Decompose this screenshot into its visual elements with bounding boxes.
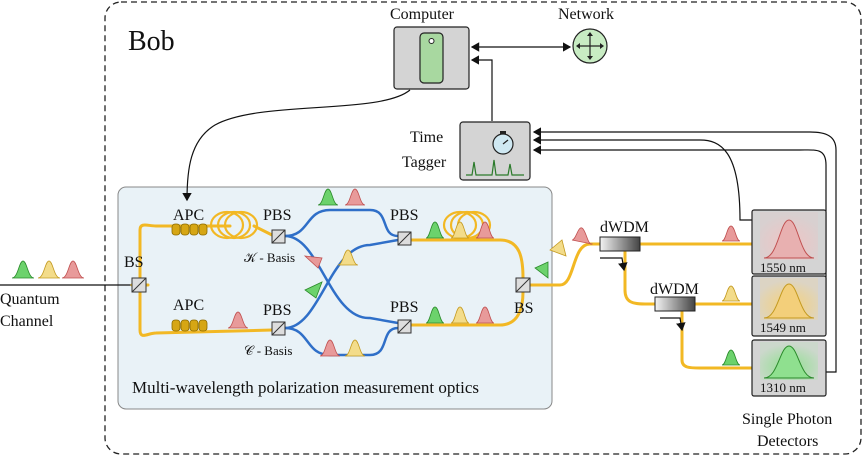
svg-text:APC: APC xyxy=(173,297,204,314)
detector-1310: 1310 nm xyxy=(751,339,827,397)
tagger-to-computer xyxy=(470,55,493,121)
time-tagger-trace xyxy=(466,159,524,176)
optics-caption: Multi-wavelength polarization measuremen… xyxy=(132,378,479,397)
spd-label-2: Detectors xyxy=(757,433,818,450)
fiber-paths xyxy=(130,223,754,370)
time-tagger-label-2: Tagger xyxy=(402,154,447,171)
det3-to-tagger xyxy=(532,127,837,373)
time-tagger-box xyxy=(459,121,531,181)
computer-label: Computer xyxy=(390,6,455,23)
det2-to-tagger xyxy=(532,145,827,300)
svg-text:PBS: PBS xyxy=(263,302,291,319)
quantum-channel-label-2: Channel xyxy=(0,313,54,330)
dwdm-1: dWDM xyxy=(599,219,649,272)
svg-text:BS: BS xyxy=(124,254,144,271)
time-tagger-label-1: Time xyxy=(410,129,443,146)
svg-text:dWDM: dWDM xyxy=(650,281,699,298)
bs-input: BS xyxy=(124,254,147,293)
photon-pulses xyxy=(11,188,741,366)
pbs-right-top: PBS xyxy=(390,207,418,246)
spd-label-1: Single Photon xyxy=(742,411,832,428)
bob-boundary xyxy=(104,1,862,455)
det1-to-tagger xyxy=(532,135,757,221)
apc-top: APC xyxy=(171,207,208,236)
pbs-c: PBS xyxy=(263,302,291,336)
detector-1550: 1550 nm xyxy=(751,209,827,275)
svg-text:1549 nm: 1549 nm xyxy=(760,320,806,335)
svg-text:PBS: PBS xyxy=(263,207,291,224)
bs-output: BS xyxy=(514,277,534,317)
svg-text:dWDM: dWDM xyxy=(600,219,649,236)
quantum-channel-label-1: Quantum xyxy=(0,291,60,308)
network-icon xyxy=(572,28,608,64)
svg-text:PBS: PBS xyxy=(390,207,418,224)
computer-icon xyxy=(419,32,444,84)
computer-to-apc xyxy=(182,89,411,202)
bob-title: Bob xyxy=(128,26,175,57)
network-label: Network xyxy=(558,6,614,23)
apc-bottom: APC xyxy=(171,297,208,332)
pbs-k: PBS xyxy=(263,207,291,244)
optics-box xyxy=(117,186,553,410)
pbs-right-bottom: PBS xyxy=(390,299,418,334)
svg-text:1310 nm: 1310 nm xyxy=(760,380,806,395)
svg-text:1550 nm: 1550 nm xyxy=(760,260,806,275)
dwdm-2: dWDM xyxy=(650,281,699,332)
detector-1549: 1549 nm xyxy=(751,275,827,337)
k-basis-label: 𝒦 - Basis xyxy=(244,250,295,265)
svg-text:PBS: PBS xyxy=(390,299,418,316)
c-basis-label: 𝒞 - Basis xyxy=(244,343,292,358)
stopwatch-icon xyxy=(492,131,514,155)
svg-text:APC: APC xyxy=(173,207,204,224)
svg-text:BS: BS xyxy=(514,300,534,317)
fiber-coil-1 xyxy=(209,210,259,240)
